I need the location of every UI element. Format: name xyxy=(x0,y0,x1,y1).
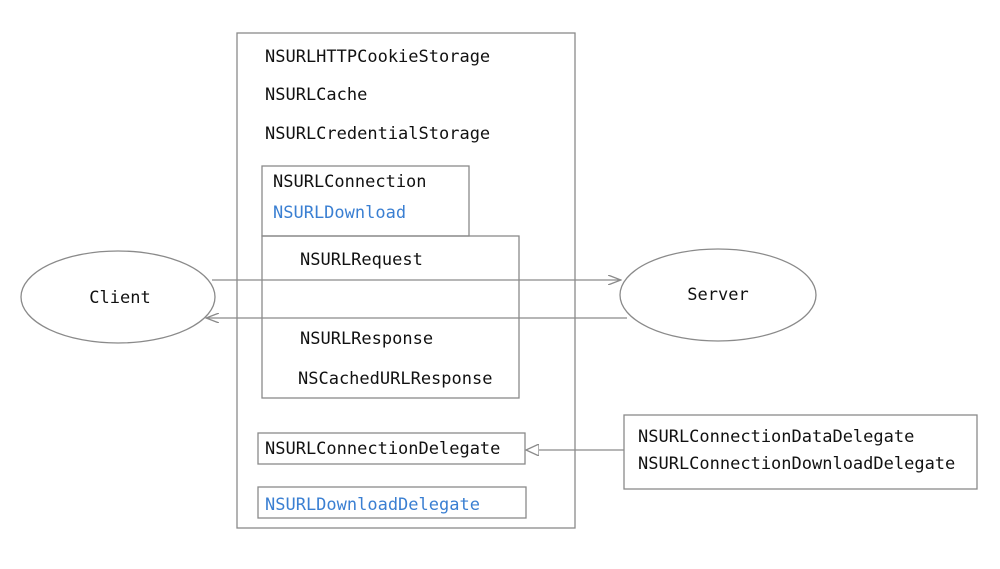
url-request-label: NSURLRequest xyxy=(300,250,423,270)
sub-delegates-box xyxy=(623,414,978,490)
client-node xyxy=(20,250,216,344)
server-label: Server xyxy=(687,285,748,305)
url-response-label: NSURLResponse xyxy=(300,329,433,349)
connection-download-delegate-label: NSURLConnectionDownloadDelegate xyxy=(638,454,955,474)
cached-url-response-label: NSCachedURLResponse xyxy=(298,369,492,389)
cookie-storage-label: NSURLHTTPCookieStorage xyxy=(265,47,490,67)
request-response-box xyxy=(261,235,520,399)
url-cache-label: NSURLCache xyxy=(265,85,367,105)
url-download-label: NSURLDownload xyxy=(273,203,406,223)
url-connection-label: NSURLConnection xyxy=(273,172,427,192)
connection-data-delegate-label: NSURLConnectionDataDelegate xyxy=(638,427,914,447)
credential-storage-label: NSURLCredentialStorage xyxy=(265,124,490,144)
server-node xyxy=(619,248,817,342)
download-delegate-box xyxy=(257,486,527,519)
client-label: Client xyxy=(89,288,150,308)
download-delegate-label: NSURLDownloadDelegate xyxy=(265,495,480,515)
connection-delegate-label: NSURLConnectionDelegate xyxy=(265,439,500,459)
